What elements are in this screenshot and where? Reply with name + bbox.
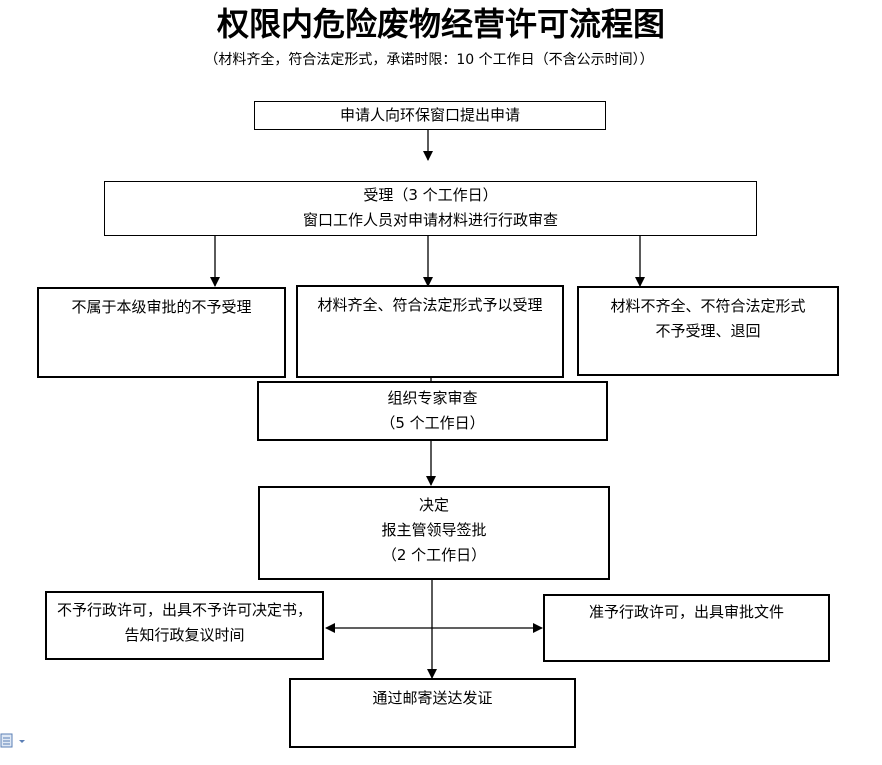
step-apply: 申请人向环保窗口提出申请 xyxy=(254,101,606,130)
step-deny-text: 不予行政许可，出具不予许可决定书，告知行政复议时间 xyxy=(56,601,312,644)
step-expert-review-line2: （5 个工作日） xyxy=(380,414,485,432)
step-mail: 通过邮寄送达发证 xyxy=(289,678,576,748)
step-mail-text: 通过邮寄送达发证 xyxy=(372,689,493,707)
step-decision-line1: 决定 xyxy=(418,496,449,514)
step-grant-text: 准予行政许可，出具审批文件 xyxy=(588,603,784,621)
step-not-approved-level-text: 不属于本级审批的不予受理 xyxy=(71,298,252,316)
step-accept-line1: 受理（3 个工作日） xyxy=(363,186,498,204)
step-expert-review: 组织专家审查 （5 个工作日） xyxy=(257,381,608,441)
step-deny: 不予行政许可，出具不予许可决定书，告知行政复议时间 xyxy=(45,591,324,660)
step-grant: 准予行政许可，出具审批文件 xyxy=(543,594,830,662)
step-incomplete-line2: 不予受理、退回 xyxy=(655,322,761,340)
step-accept-line2: 窗口工作人员对申请材料进行行政审查 xyxy=(302,211,558,229)
step-decision: 决定 报主管领导签批 （2 个工作日） xyxy=(258,486,610,580)
step-expert-review-line1: 组织专家审查 xyxy=(387,389,478,407)
step-incomplete: 材料不齐全、不符合法定形式 不予受理、退回 xyxy=(577,286,839,376)
step-complete: 材料齐全、符合法定形式予以受理 xyxy=(296,285,564,378)
step-accept: 受理（3 个工作日） 窗口工作人员对申请材料进行行政审查 xyxy=(104,181,757,236)
page-subtitle: （材料齐全，符合法定形式，承诺时限：10 个工作日（不含公示时间）） xyxy=(204,52,654,68)
step-apply-text: 申请人向环保窗口提出申请 xyxy=(339,106,520,124)
step-complete-text: 材料齐全、符合法定形式予以受理 xyxy=(317,296,543,314)
step-not-approved-level: 不属于本级审批的不予受理 xyxy=(37,287,286,378)
step-decision-line3: （2 个工作日） xyxy=(381,546,487,564)
step-incomplete-line1: 材料不齐全、不符合法定形式 xyxy=(610,297,806,315)
step-decision-line2: 报主管领导签批 xyxy=(381,521,487,539)
document-icon[interactable] xyxy=(0,732,28,750)
page-title: 权限内危险废物经营许可流程图 xyxy=(216,5,665,43)
